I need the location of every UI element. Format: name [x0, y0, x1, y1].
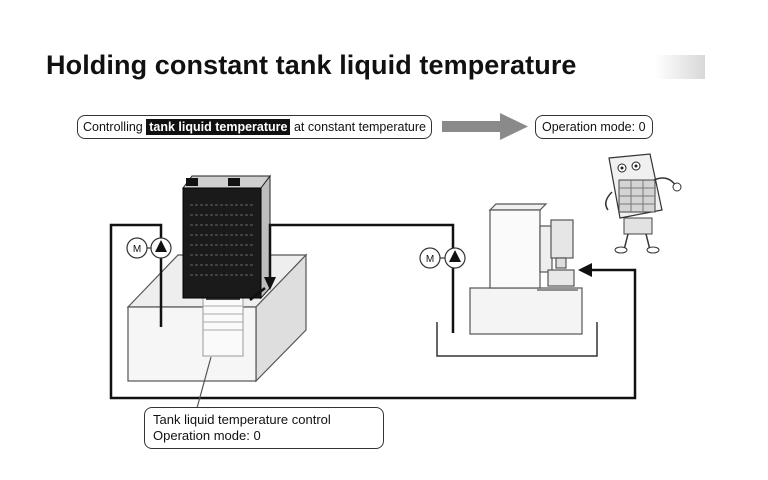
tank-control-mode: Operation mode: 0 — [153, 428, 261, 443]
process-arrow — [442, 113, 528, 140]
callout-pointer — [196, 356, 212, 409]
operation-mode-callout: Operation mode: 0 — [535, 115, 653, 139]
chiller-unit — [182, 174, 271, 300]
left-pump — [126, 237, 172, 259]
right-pump-motor-label: M — [426, 254, 434, 265]
left-pump-motor-label: M — [133, 244, 141, 255]
mascot-illustration — [605, 153, 682, 254]
flow-arrows — [264, 263, 592, 290]
callout-prefix: Controlling — [83, 120, 143, 134]
tank-control-callout: Tank liquid temperature control Operatio… — [144, 407, 384, 449]
callout-suffix: at constant temperature — [293, 120, 426, 134]
callout-highlight: tank liquid temperature — [146, 119, 291, 135]
control-objective-callout: Controlling tank liquid temperature at c… — [77, 115, 432, 139]
right-pump — [419, 247, 466, 269]
title-decoration — [655, 55, 705, 79]
coolant-tray — [436, 322, 598, 357]
machine-tool — [469, 203, 583, 335]
tank-control-title: Tank liquid temperature control — [153, 412, 331, 427]
chiller-pump-shaft — [202, 292, 244, 357]
page-title: Holding constant tank liquid temperature — [46, 50, 577, 80]
